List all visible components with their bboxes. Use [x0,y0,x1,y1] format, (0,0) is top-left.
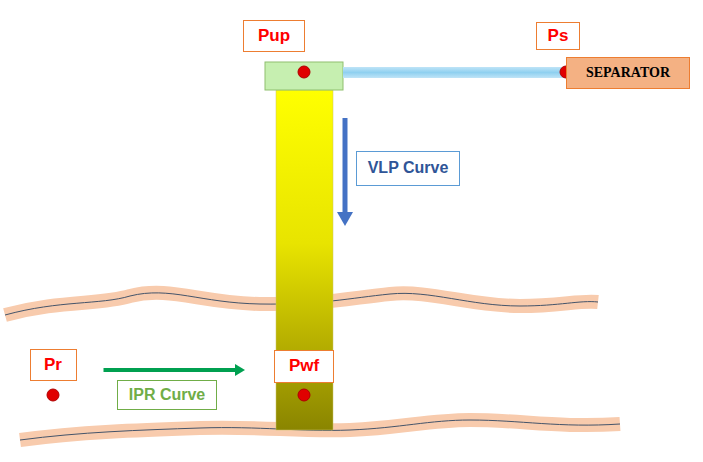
flowline [343,67,567,78]
pressure-label: Pr [30,349,77,381]
curve-label: VLP Curve [356,151,460,186]
vlp-arrowhead [337,212,353,226]
pressure-label: Ps [536,22,580,50]
vlp-arrow [343,118,348,214]
pressure-point [298,389,310,401]
pressure-label: Pup [243,20,305,52]
separator-box: SEPARATOR [566,57,690,89]
label-text: IPR Curve [129,386,205,404]
label-text: Pup [258,26,290,46]
pressure-point [47,389,59,401]
curve-label: IPR Curve [117,380,217,410]
pressure-point [298,66,310,78]
label-text: Pwf [289,356,319,376]
label-text: SEPARATOR [586,65,670,81]
label-text: Ps [548,26,569,46]
flow-line [104,368,236,372]
label-text: Pr [44,355,62,375]
flow-arrow [104,364,246,376]
wellhead [265,62,343,90]
pressure-label: Pwf [274,350,334,383]
label-text: VLP Curve [368,159,449,177]
arrowhead [235,364,245,376]
